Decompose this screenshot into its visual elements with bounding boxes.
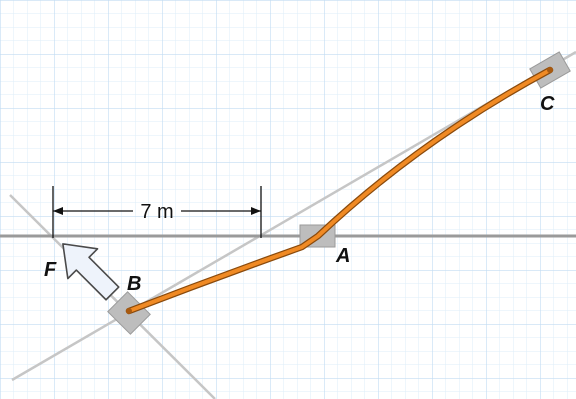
- rope-knot-b: [126, 308, 132, 314]
- guide-line-perpendicular: [9, 194, 216, 399]
- label-a: A: [335, 245, 350, 267]
- rope: [127, 68, 552, 313]
- dimension-label: 7 m: [140, 201, 173, 223]
- force-arrow-f: [62, 243, 120, 301]
- rope-knot-c: [547, 67, 553, 73]
- label-f: F: [44, 259, 57, 281]
- label-c: C: [540, 93, 555, 115]
- label-b: B: [127, 273, 141, 295]
- dimension-arrowhead-right: [251, 207, 261, 215]
- dimension-arrowhead-left: [53, 207, 63, 215]
